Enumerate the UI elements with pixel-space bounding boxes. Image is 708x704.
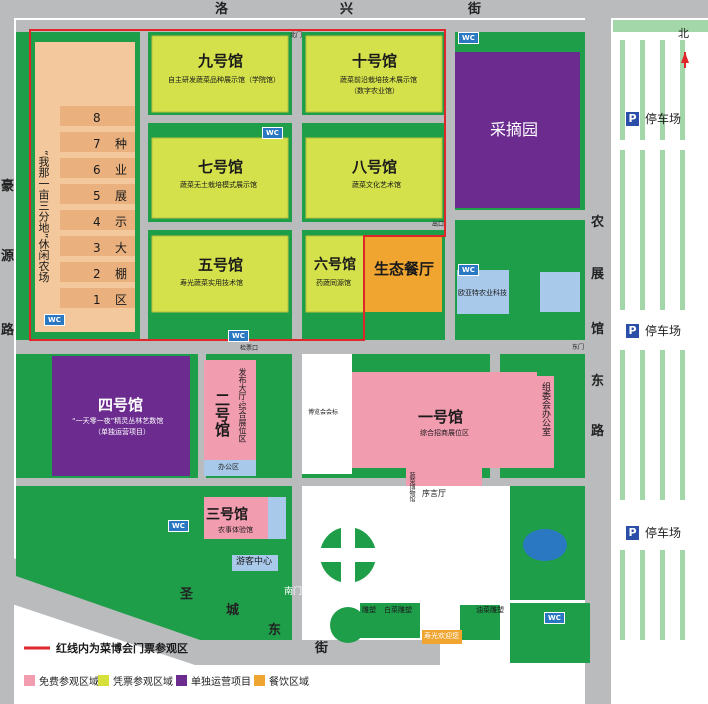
hall-6-sub: 药蔬同源馆 xyxy=(316,279,351,287)
north-gate: 北门 xyxy=(290,32,303,39)
road-east-4: 东 xyxy=(591,374,605,389)
hall-3-name[interactable]: 三号馆 xyxy=(206,507,248,523)
hall-10-name[interactable]: 十号馆 xyxy=(352,52,398,70)
sculpture-1: 雕塑 xyxy=(362,606,376,614)
greenhouse-text-1: 种 xyxy=(115,137,128,151)
south-gate[interactable]: 南门 xyxy=(284,587,303,597)
wc-icon[interactable]: WC xyxy=(228,330,249,342)
hall-3-sub: 农事体验馆 xyxy=(218,526,253,534)
road-north-2: 兴 xyxy=(340,2,354,17)
greenhouse-text-7: 区 xyxy=(115,293,128,307)
hall-8-name[interactable]: 八号馆 xyxy=(352,158,398,176)
legend-free: 免费参观区域 xyxy=(24,673,99,688)
greenhouse-text-4: 示 xyxy=(115,215,128,229)
welcome-sign: 寿光欢迎您 xyxy=(424,632,459,640)
parking-icon: P xyxy=(626,111,639,126)
hall-2-name[interactable]: 二号馆 xyxy=(213,392,231,437)
venue-sign: 博览会会标 xyxy=(308,409,339,416)
road-south-2: 城 xyxy=(226,603,240,618)
greenhouse-7: 7 xyxy=(93,137,101,151)
hall-10-sub2: （数字农业馆） xyxy=(350,87,399,95)
greenhouse-2: 2 xyxy=(93,267,101,281)
road-south-1: 圣 xyxy=(180,587,194,602)
greenhouse-5: 5 xyxy=(93,189,101,203)
hall-5-name[interactable]: 五号馆 xyxy=(198,256,244,274)
wc-icon[interactable]: WC xyxy=(262,127,283,139)
hall-1-name[interactable]: 一号馆 xyxy=(418,408,464,426)
hall-6-name[interactable]: 六号馆 xyxy=(314,257,356,273)
road-west-2: 源 xyxy=(1,249,15,264)
wc-icon[interactable]: WC xyxy=(544,612,565,624)
east-gate: 东门 xyxy=(572,344,585,351)
parking-icon: P xyxy=(626,323,639,338)
greenhouse-3: 3 xyxy=(93,241,101,255)
legend-swatch xyxy=(176,675,187,686)
sculpture-3: 油菜雕塑 xyxy=(476,606,504,614)
hall-1-sub: 综合招商展位区 xyxy=(420,429,469,437)
greenhouse-text-6: 棚 xyxy=(115,267,128,281)
legend-swatch xyxy=(98,675,109,686)
hall-2-side: 发布大厅·综合展位区 xyxy=(238,368,247,443)
qinfeng-label: 欧亚特农业科技 xyxy=(458,289,507,297)
legend-swatch xyxy=(24,675,35,686)
greenhouse-6: 6 xyxy=(93,163,101,177)
leisure-farm[interactable]: “我那一亩三分地”休闲农场 xyxy=(37,150,50,283)
legend-ticket: 凭票参观区域 xyxy=(98,673,173,688)
hall-2-office: 办公区 xyxy=(218,463,239,471)
wc-icon[interactable]: WC xyxy=(44,314,65,326)
road-west-3: 路 xyxy=(1,323,15,338)
greenhouse-8: 8 xyxy=(93,111,101,125)
north-label: 北 xyxy=(678,27,689,40)
preface-hall: 序言厅 xyxy=(422,489,446,498)
road-east-1: 农 xyxy=(591,215,605,230)
hall-9-name[interactable]: 九号馆 xyxy=(198,52,244,70)
hall-4-sub2: （单独运营项目） xyxy=(94,428,150,436)
road-east-3: 馆 xyxy=(591,322,605,337)
sculpture-2: 白菜雕塑 xyxy=(384,606,412,614)
road-north-3: 街 xyxy=(468,2,482,17)
visitor-center[interactable]: 游客中心 xyxy=(236,557,273,567)
greenhouse-4: 4 xyxy=(93,215,101,229)
hall-5-sub: 寿光蔬菜实用技术馆 xyxy=(180,279,243,287)
vegetable-museum: 蔬菜博物馆 xyxy=(408,472,415,502)
legend-separate: 单独运营项目 xyxy=(176,673,251,688)
restaurant-label[interactable]: 生态餐厅 xyxy=(374,260,435,278)
committee-office: 组委会办公室 xyxy=(540,382,550,436)
road-east-2: 展 xyxy=(591,267,605,282)
hall-4-name[interactable]: 四号馆 xyxy=(98,396,144,414)
hall-10-sub1: 蔬菜前沿栽培技术展示馆 xyxy=(340,76,417,84)
road-east-5: 路 xyxy=(591,424,605,439)
hall-7-name[interactable]: 七号馆 xyxy=(198,158,244,176)
road-south-4: 街 xyxy=(315,641,329,656)
road-west-1: 豪 xyxy=(1,179,15,194)
legend-dining: 餐饮区域 xyxy=(254,673,309,688)
road-south-3: 东 xyxy=(268,623,282,638)
hall-7-sub: 蔬菜无土栽培模式展示馆 xyxy=(180,181,257,189)
parking-icon: P xyxy=(626,525,639,540)
greenhouse-text-3: 展 xyxy=(115,189,128,203)
picking-garden-label[interactable]: 采摘园 xyxy=(490,120,539,139)
wc-icon[interactable]: WC xyxy=(458,32,479,44)
legend-redline-label: 红线内为菜博会门票参观区 xyxy=(56,642,188,655)
wc-icon[interactable]: WC xyxy=(458,264,479,276)
wc-icon[interactable]: WC xyxy=(168,520,189,532)
greenhouse-1: 1 xyxy=(93,293,101,307)
road-north-1: 洛 xyxy=(215,2,229,17)
hall-9-sub: 自主研发蔬菜品种展示馆（学院馆） xyxy=(168,76,280,84)
legend-swatch xyxy=(254,675,265,686)
hall-4-sub1: “一天零一夜”精灵丛林艺数馆 xyxy=(72,417,164,425)
greenhouse-text-2: 业 xyxy=(115,163,128,177)
checkpoint-label: 检票口 xyxy=(240,345,259,352)
hall-8-sub: 蔬菜文化艺术馆 xyxy=(352,181,401,189)
greenhouse-text-5: 大 xyxy=(115,241,128,255)
exit-label: 出口 xyxy=(432,221,445,228)
